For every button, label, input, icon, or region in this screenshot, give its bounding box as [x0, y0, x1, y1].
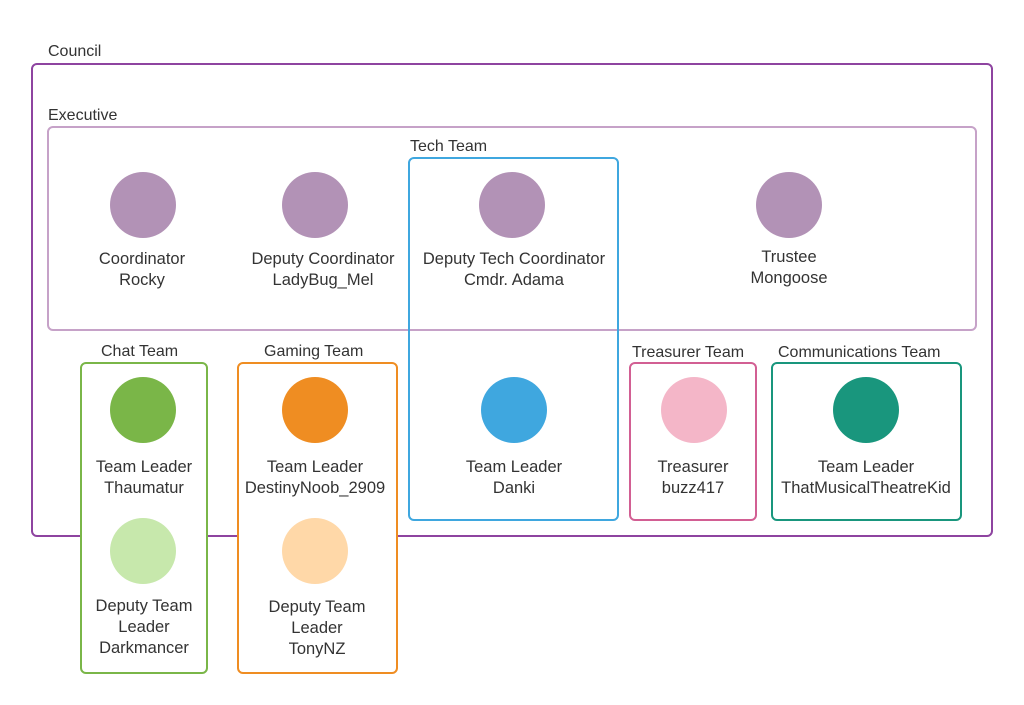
treasurer-card: Treasurer buzz417: [658, 457, 729, 499]
deputy-coordinator-name: LadyBug_Mel: [272, 271, 374, 289]
chat-deputy-role-line2: Leader: [118, 618, 170, 636]
chat-deputy-role-line1: Deputy Team: [95, 597, 193, 615]
communications-team-label: Communications Team: [778, 344, 941, 361]
deputy-tech-coordinator-name: Cmdr. Adama: [464, 271, 564, 289]
gaming-deputy-role-line1: Deputy Team: [268, 598, 366, 616]
chat-deputy-avatar: [110, 518, 176, 584]
treasurer-role: Treasurer: [657, 458, 729, 476]
gaming-leader-card: Team Leader DestinyNoob_2909: [245, 457, 385, 499]
council-box: [31, 63, 993, 537]
executive-label: Executive: [48, 107, 118, 124]
gaming-leader-avatar: [282, 377, 348, 443]
tech-leader-card: Team Leader Danki: [466, 457, 562, 499]
deputy-coordinator-role: Deputy Coordinator: [251, 250, 395, 268]
chat-deputy-name: Darkmancer: [99, 639, 189, 657]
gaming-leader-name: DestinyNoob_2909: [244, 479, 386, 497]
trustee-role: Trustee: [761, 248, 817, 266]
chat-leader-role: Team Leader: [95, 458, 193, 476]
tech-leader-name: Danki: [492, 479, 536, 497]
gaming-deputy-card: Deputy Team Leader TonyNZ: [269, 597, 366, 660]
chat-leader-card: Team Leader Thaumatur: [96, 457, 192, 499]
tech-team-label: Tech Team: [410, 138, 488, 155]
communications-leader-avatar: [833, 377, 899, 443]
gaming-deputy-avatar: [282, 518, 348, 584]
tech-team-box: [408, 157, 619, 521]
communications-team-box: [771, 362, 962, 521]
executive-box: [47, 126, 977, 331]
coordinator-avatar: [110, 172, 176, 238]
deputy-coordinator-card: Deputy Coordinator LadyBug_Mel: [251, 249, 394, 291]
council-label: Council: [48, 43, 102, 60]
treasurer-avatar: [661, 377, 727, 443]
trustee-name: Mongoose: [750, 269, 828, 287]
coordinator-card: Coordinator Rocky: [99, 249, 185, 291]
chat-deputy-card: Deputy Team Leader Darkmancer: [96, 596, 193, 659]
coordinator-name: Rocky: [119, 271, 165, 289]
tech-leader-role: Team Leader: [465, 458, 563, 476]
deputy-tech-coordinator-avatar: [479, 172, 545, 238]
gaming-deputy-role-line2: Leader: [291, 619, 343, 637]
treasurer-team-label: Treasurer Team: [632, 344, 745, 361]
communications-leader-name: ThatMusicalTheatreKid: [781, 479, 951, 497]
treasurer-team-box: [629, 362, 757, 521]
communications-leader-role: Team Leader: [817, 458, 915, 476]
chat-team-label: Chat Team: [101, 343, 179, 360]
deputy-tech-coordinator-card: Deputy Tech Coordinator Cmdr. Adama: [423, 249, 605, 291]
tech-leader-avatar: [481, 377, 547, 443]
communications-leader-card: Team Leader ThatMusicalTheatreKid: [781, 457, 951, 499]
chat-leader-avatar: [110, 377, 176, 443]
trustee-avatar: [756, 172, 822, 238]
gaming-deputy-name: TonyNZ: [288, 640, 346, 658]
deputy-tech-coordinator-role: Deputy Tech Coordinator: [422, 250, 606, 268]
treasurer-name: buzz417: [661, 479, 725, 497]
gaming-team-label: Gaming Team: [264, 343, 364, 360]
gaming-leader-role: Team Leader: [266, 458, 364, 476]
coordinator-role: Coordinator: [98, 250, 186, 268]
trustee-card: Trustee Mongoose: [750, 247, 827, 289]
chat-leader-name: Thaumatur: [104, 479, 184, 497]
deputy-coordinator-avatar: [282, 172, 348, 238]
